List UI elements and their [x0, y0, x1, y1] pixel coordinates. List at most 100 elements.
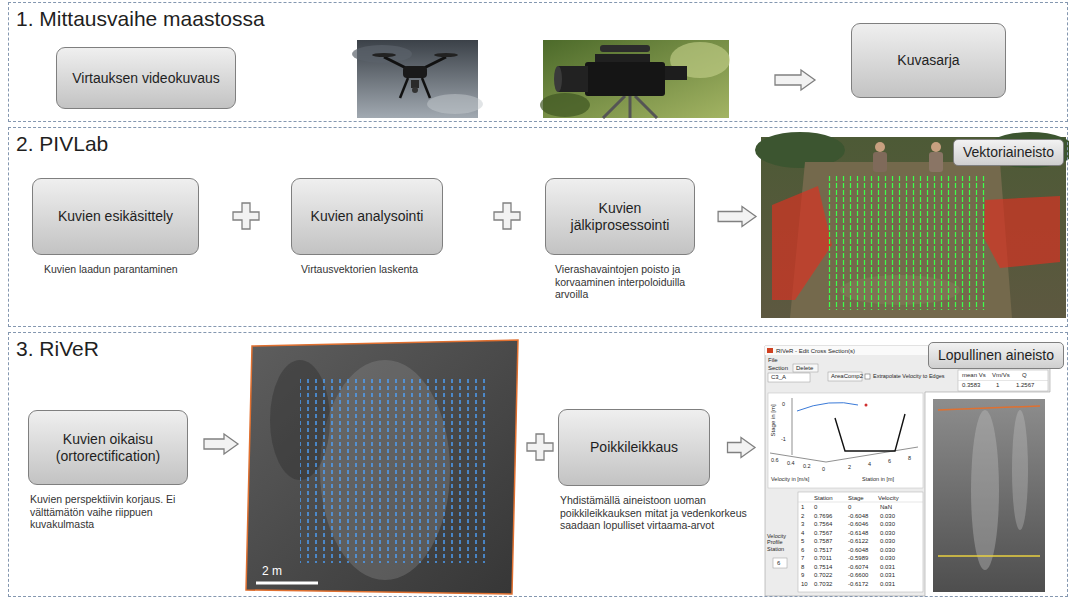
- drone-photo: [422, 78, 430, 98]
- flow-arrow-shape: [775, 70, 815, 90]
- box-shape: Virtauksen videokuvaus: [56, 47, 236, 109]
- process-box: Kuvasarja: [851, 23, 1006, 98]
- river-vector-photo: [873, 152, 887, 172]
- screenshot-text: 0.030: [880, 521, 895, 528]
- drone-photo: [384, 57, 406, 68]
- screenshot-text: File: [768, 357, 778, 364]
- river-vector-photo: [826, 176, 986, 310]
- screenshot-text: 0.7022: [814, 572, 832, 579]
- screenshot-text: 4: [801, 530, 804, 537]
- box-shape: Kuvien jälkiprosessointi: [545, 178, 695, 255]
- final-water-image: [933, 399, 1045, 592]
- flow-arrow: [728, 438, 756, 458]
- software-screenshot: [765, 346, 1050, 596]
- camera-photo: [558, 66, 588, 92]
- drone-photo: [352, 45, 412, 63]
- screenshot-text: 3: [801, 521, 804, 528]
- screenshot-text: Extrapolate Velocity to Edges: [873, 373, 945, 379]
- flow-arrow: [718, 207, 756, 227]
- section-band: 3. RiVeRKuvien oikaisu (ortorectificatio…: [8, 332, 1068, 597]
- software-screenshot: [958, 380, 1048, 381]
- screenshot-text: 0: [814, 504, 817, 511]
- orthorectified-image: [300, 378, 490, 563]
- screenshot-text: Stage in [m]: [770, 404, 777, 436]
- screenshot-text: 0.030: [880, 555, 895, 562]
- screenshot-text: 0.6: [771, 457, 779, 463]
- screenshot-text: Section: [768, 365, 788, 372]
- panel-label: Vektoriaineisto: [953, 139, 1064, 166]
- orthorectified-image: [246, 340, 518, 594]
- screenshot-text: Vm/Vs: [992, 372, 1010, 379]
- scale-label: 2 m: [262, 565, 282, 579]
- camera-photo: [635, 96, 657, 118]
- software-screenshot: [826, 447, 918, 462]
- software-screenshot: [798, 492, 923, 592]
- box-caption: Vierashavaintojen poisto ja korvaaminen …: [555, 263, 715, 301]
- box-label: Kuvien analysointi: [311, 208, 424, 225]
- screenshot-text: Q: [1022, 372, 1027, 379]
- screenshot-text: 0.030: [880, 538, 895, 545]
- screenshot-text: -0.6046: [848, 521, 868, 528]
- software-screenshot: [798, 502, 923, 503]
- panel-label: Lopullinen aineisto: [928, 342, 1064, 369]
- software-screenshot: [767, 348, 773, 353]
- box-shape: Poikkileikkaus: [558, 409, 710, 486]
- drone-photo: [400, 78, 408, 98]
- software-screenshot: [958, 370, 1048, 391]
- screenshot-text: 0.7587: [814, 538, 832, 545]
- box-label: Poikkileikkaus: [590, 439, 678, 456]
- screenshot-text: NaN: [880, 504, 892, 511]
- plus-symbol: [494, 203, 520, 229]
- plus-symbol: [233, 203, 259, 229]
- final-water-image: [971, 410, 999, 570]
- final-water-image: [938, 406, 1040, 410]
- final-water-image: [938, 555, 1040, 557]
- camera-photo: [540, 93, 590, 117]
- screenshot-text: Station: [814, 495, 833, 502]
- camera-photo: [554, 66, 562, 92]
- box-label: Kuvien esikäsittely: [58, 208, 173, 225]
- software-screenshot: [768, 373, 810, 382]
- screenshot-text: 8: [908, 455, 911, 461]
- screenshot-text: 4: [868, 461, 871, 467]
- screenshot-text: 6: [777, 560, 780, 567]
- process-box: Kuvien analysointiVirtausvektorien laske…: [291, 178, 443, 255]
- river-vector-photo: [984, 196, 1060, 268]
- final-water-image: [1012, 410, 1028, 530]
- box-shape: Kuvasarja: [851, 23, 1006, 98]
- software-screenshot: [835, 414, 905, 451]
- box-label: Kuvasarja: [897, 52, 959, 69]
- screenshot-text: Delete: [796, 365, 813, 372]
- screenshot-text: 0.031: [880, 572, 895, 579]
- screenshot-text: 2: [848, 464, 851, 470]
- screenshot-text: RIVeR - Edit Cross Section(s): [776, 348, 855, 355]
- box-label: Virtauksen videokuvaus: [72, 70, 220, 87]
- screenshot-text: 0.3583: [962, 382, 980, 389]
- screenshot-text: 8: [801, 564, 804, 571]
- screenshot-text: -0.6600: [848, 572, 868, 579]
- screenshot-text: 0.7032: [814, 581, 832, 588]
- camera-photo: [600, 45, 650, 52]
- process-box: Kuvien oikaisu (ortorectification)Kuvien…: [28, 410, 188, 485]
- software-screenshot: [765, 346, 1050, 596]
- screenshot-text: 0.7514: [814, 564, 832, 571]
- screenshot-text: Stage: [848, 495, 864, 502]
- screenshot-text: 0.7564: [814, 521, 832, 528]
- result-panel: Vektoriaineisto: [761, 137, 1066, 318]
- software-screenshot: [768, 393, 923, 488]
- screenshot-text: 1: [996, 382, 999, 389]
- drone-photo: [424, 57, 446, 68]
- screenshot-text: 0: [848, 504, 851, 511]
- screenshot-text: -0.6122: [848, 538, 868, 545]
- section-title: 1. Mittausvaihe maastossa: [16, 6, 265, 31]
- river-vector-photo: [772, 186, 832, 300]
- process-box: Kuvien jälkiprosessointiVierashavaintoje…: [545, 178, 695, 255]
- camera-photo: [629, 96, 632, 118]
- screenshot-text: 0.031: [880, 564, 895, 571]
- screenshot-text: 5: [801, 538, 804, 545]
- screenshot-text: AreaComp2: [831, 373, 863, 380]
- screenshot-text: 0.2: [803, 463, 811, 469]
- river-vector-photo: [929, 152, 943, 172]
- screenshot-text: 0.030: [880, 530, 895, 537]
